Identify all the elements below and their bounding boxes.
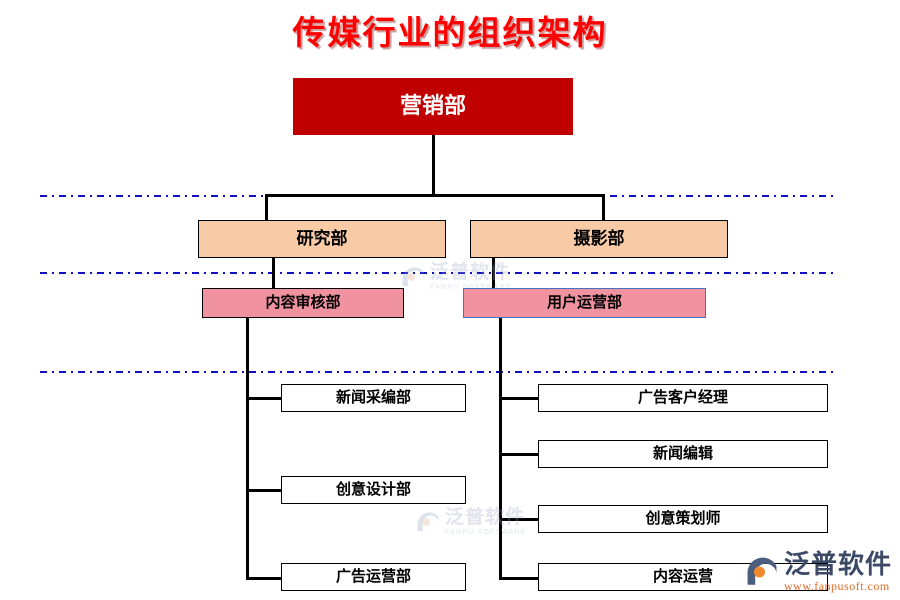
node-content-operations[interactable]: 内容运营 [538, 563, 828, 591]
node-label: 创意策划师 [645, 510, 721, 527]
node-label: 研究部 [296, 228, 348, 248]
connector-root-bus [265, 194, 605, 197]
connector-to-photography [602, 194, 605, 220]
connector-photography-to-userops [492, 257, 495, 288]
node-label: 新闻编辑 [652, 445, 713, 462]
node-advertising-operations-dept[interactable]: 广告运营部 [281, 563, 466, 591]
node-user-operations-dept[interactable]: 用户运营部 [463, 288, 706, 318]
node-label: 广告运营部 [335, 568, 411, 585]
connector-right-to-adaccount [499, 397, 539, 400]
node-advertising-account-manager[interactable]: 广告客户经理 [538, 384, 828, 412]
node-creative-planner[interactable]: 创意策划师 [538, 505, 828, 533]
connector-right-to-planner [499, 518, 539, 521]
connector-left-to-adops [246, 577, 282, 580]
node-label: 内容运营 [652, 568, 713, 585]
brand-logo: 泛普软件 www.fanpusoft.com [745, 551, 892, 592]
node-label: 新闻采编部 [335, 389, 411, 406]
page-title: 传媒行业的组织架构 [292, 16, 608, 52]
node-news-editor[interactable]: 新闻编辑 [538, 440, 828, 468]
watermark-left-lower: 泛普软件 FANPU SOFTWARE [415, 508, 527, 536]
fanpu-logo-icon [747, 557, 777, 585]
node-label: 创意设计部 [335, 481, 411, 498]
connector-left-to-design [246, 489, 282, 492]
node-label: 内容审核部 [265, 294, 341, 311]
fanpu-logo-icon [402, 267, 424, 287]
fanpu-logo-icon [417, 512, 439, 532]
divider-line-2 [40, 272, 835, 274]
node-label: 用户运营部 [546, 294, 622, 311]
connector-right-spine [499, 318, 502, 580]
node-research-dept[interactable]: 研究部 [198, 220, 446, 258]
divider-line-3 [40, 371, 835, 373]
node-label: 广告客户经理 [637, 389, 728, 406]
connector-left-to-news [246, 397, 282, 400]
connector-root-down [432, 135, 435, 197]
watermark-en: FANPU SOFTWARE [445, 529, 527, 536]
node-news-editorial-dept[interactable]: 新闻采编部 [281, 384, 466, 412]
node-creative-design-dept[interactable]: 创意设计部 [281, 476, 466, 504]
brand-logo-url: www.fanpusoft.com [783, 579, 890, 593]
node-label: 摄影部 [573, 228, 625, 248]
node-content-review-dept[interactable]: 内容审核部 [202, 288, 404, 318]
connector-right-to-contentops [499, 577, 539, 580]
node-marketing-dept[interactable]: 营销部 [293, 78, 573, 135]
connector-right-to-newseditor [499, 453, 539, 456]
brand-logo-name: 泛普软件 [783, 549, 892, 579]
connector-left-spine [246, 318, 249, 580]
node-label: 营销部 [399, 93, 466, 119]
connector-research-to-review [272, 257, 275, 288]
connector-to-research [265, 194, 268, 220]
node-photography-dept[interactable]: 摄影部 [470, 220, 728, 258]
